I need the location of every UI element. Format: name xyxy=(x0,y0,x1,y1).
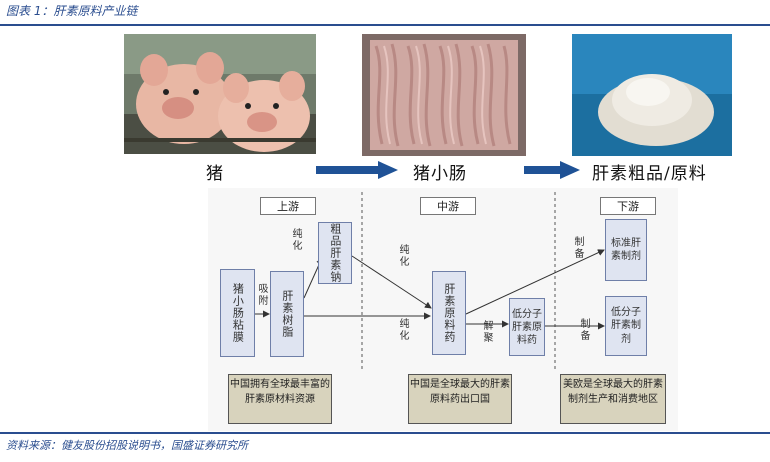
note-midstream: 中国是全球最大的肝素原料药出口国 xyxy=(408,374,512,424)
top-rule xyxy=(0,24,770,26)
label-depolymerize: 解聚 xyxy=(481,320,492,344)
stage-label-intestine: 猪小肠 xyxy=(413,164,467,184)
label-adsorb: 吸附 xyxy=(256,283,267,307)
label-purify-direct: 纯化 xyxy=(397,318,408,342)
figure-title: 图表 1：肝素原料产业链 xyxy=(6,4,138,18)
stage-label-crude-heparin: 肝素粗品/原料 xyxy=(592,164,707,184)
box-pig-intestine-mucosa: 猪小肠粘膜 xyxy=(220,269,255,357)
bottom-rule xyxy=(0,432,770,434)
arrow-intestine-to-crude-icon xyxy=(524,161,580,179)
label-purify-upstream: 纯化 xyxy=(290,228,301,252)
box-lmwh-prep: 低分子肝素制剂 xyxy=(605,296,647,356)
pigs-photo xyxy=(124,34,316,154)
box-crude-heparin-sodium: 粗品肝素钠 xyxy=(318,222,352,284)
intestine-photo xyxy=(362,34,526,156)
header-upstream: 上游 xyxy=(260,197,316,215)
stage-label-pig: 猪 xyxy=(206,164,224,184)
header-midstream: 中游 xyxy=(420,197,476,215)
note-upstream: 中国拥有全球最丰富的肝素原材料资源 xyxy=(228,374,332,424)
source-note: 资料来源：健友股份招股说明书，国盛证券研究所 xyxy=(6,439,248,452)
label-prepare-lmwh: 制备 xyxy=(578,318,589,342)
arrow-pig-to-intestine-icon xyxy=(316,161,398,179)
box-lmwh-api: 低分子肝素原料药 xyxy=(509,298,545,356)
box-heparin-api: 肝素原料药 xyxy=(432,271,466,355)
header-downstream: 下游 xyxy=(600,197,656,215)
label-purify-crude: 纯化 xyxy=(397,244,408,268)
label-prepare-standard: 制备 xyxy=(572,236,583,260)
box-standard-heparin-prep: 标准肝素制剂 xyxy=(605,219,647,281)
note-downstream: 美欧是全球最大的肝素制剂生产和消费地区 xyxy=(560,374,666,424)
powder-photo xyxy=(572,34,732,156)
box-heparin-resin: 肝素树脂 xyxy=(270,271,304,357)
